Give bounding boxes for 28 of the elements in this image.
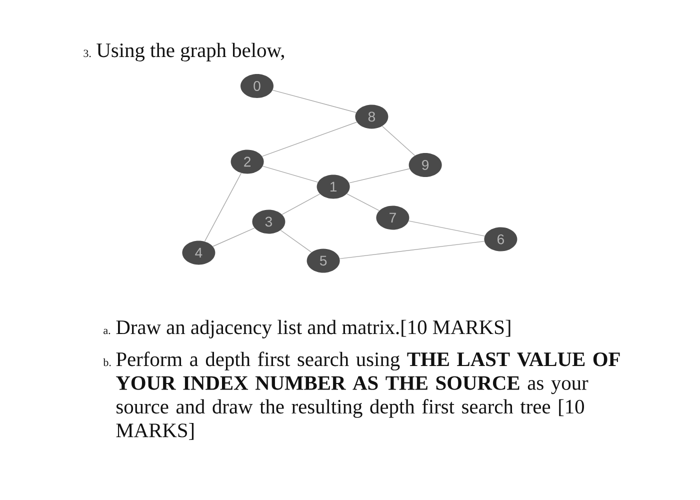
- edge-line: [204, 172, 242, 242]
- graph-node: 5: [306, 248, 340, 273]
- graph-node: 0: [240, 74, 274, 98]
- graph-node: 7: [376, 206, 410, 230]
- graph-node: 2: [230, 150, 264, 174]
- list-marker: b.: [103, 358, 111, 366]
- edge-line: [262, 122, 358, 157]
- edge-line: [339, 240, 485, 260]
- graph-node: 6: [484, 227, 518, 252]
- task-text: Draw an adjacency list and matrix.[10 MARKS]: [116, 320, 510, 338]
- graph-node: 9: [408, 153, 442, 177]
- edge-line: [408, 220, 485, 236]
- edge-line: [348, 168, 410, 184]
- graph-node: 4: [182, 240, 216, 265]
- graph-node: 8: [355, 104, 388, 129]
- edge-line: [346, 193, 380, 211]
- graph-node: 3: [252, 210, 286, 234]
- list-marker: a.: [104, 328, 110, 334]
- question-text: Using the graph below,: [96, 42, 284, 62]
- graph-node: 1: [316, 174, 350, 199]
- list-marker: 3.: [84, 50, 91, 58]
- edge-line: [212, 228, 255, 247]
- edge-line: [282, 194, 320, 215]
- edge-line: [382, 126, 416, 156]
- task-text: Perform a depth first search using THE LAST VALUE OF YOUR INDEX NUMBER AS THE SOURCE as your source and draw the resulting depth first search tree [10 MARKS]: [116, 352, 620, 440]
- edge-line: [272, 90, 356, 113]
- edge-line: [280, 230, 312, 253]
- edge-line: [262, 166, 318, 183]
